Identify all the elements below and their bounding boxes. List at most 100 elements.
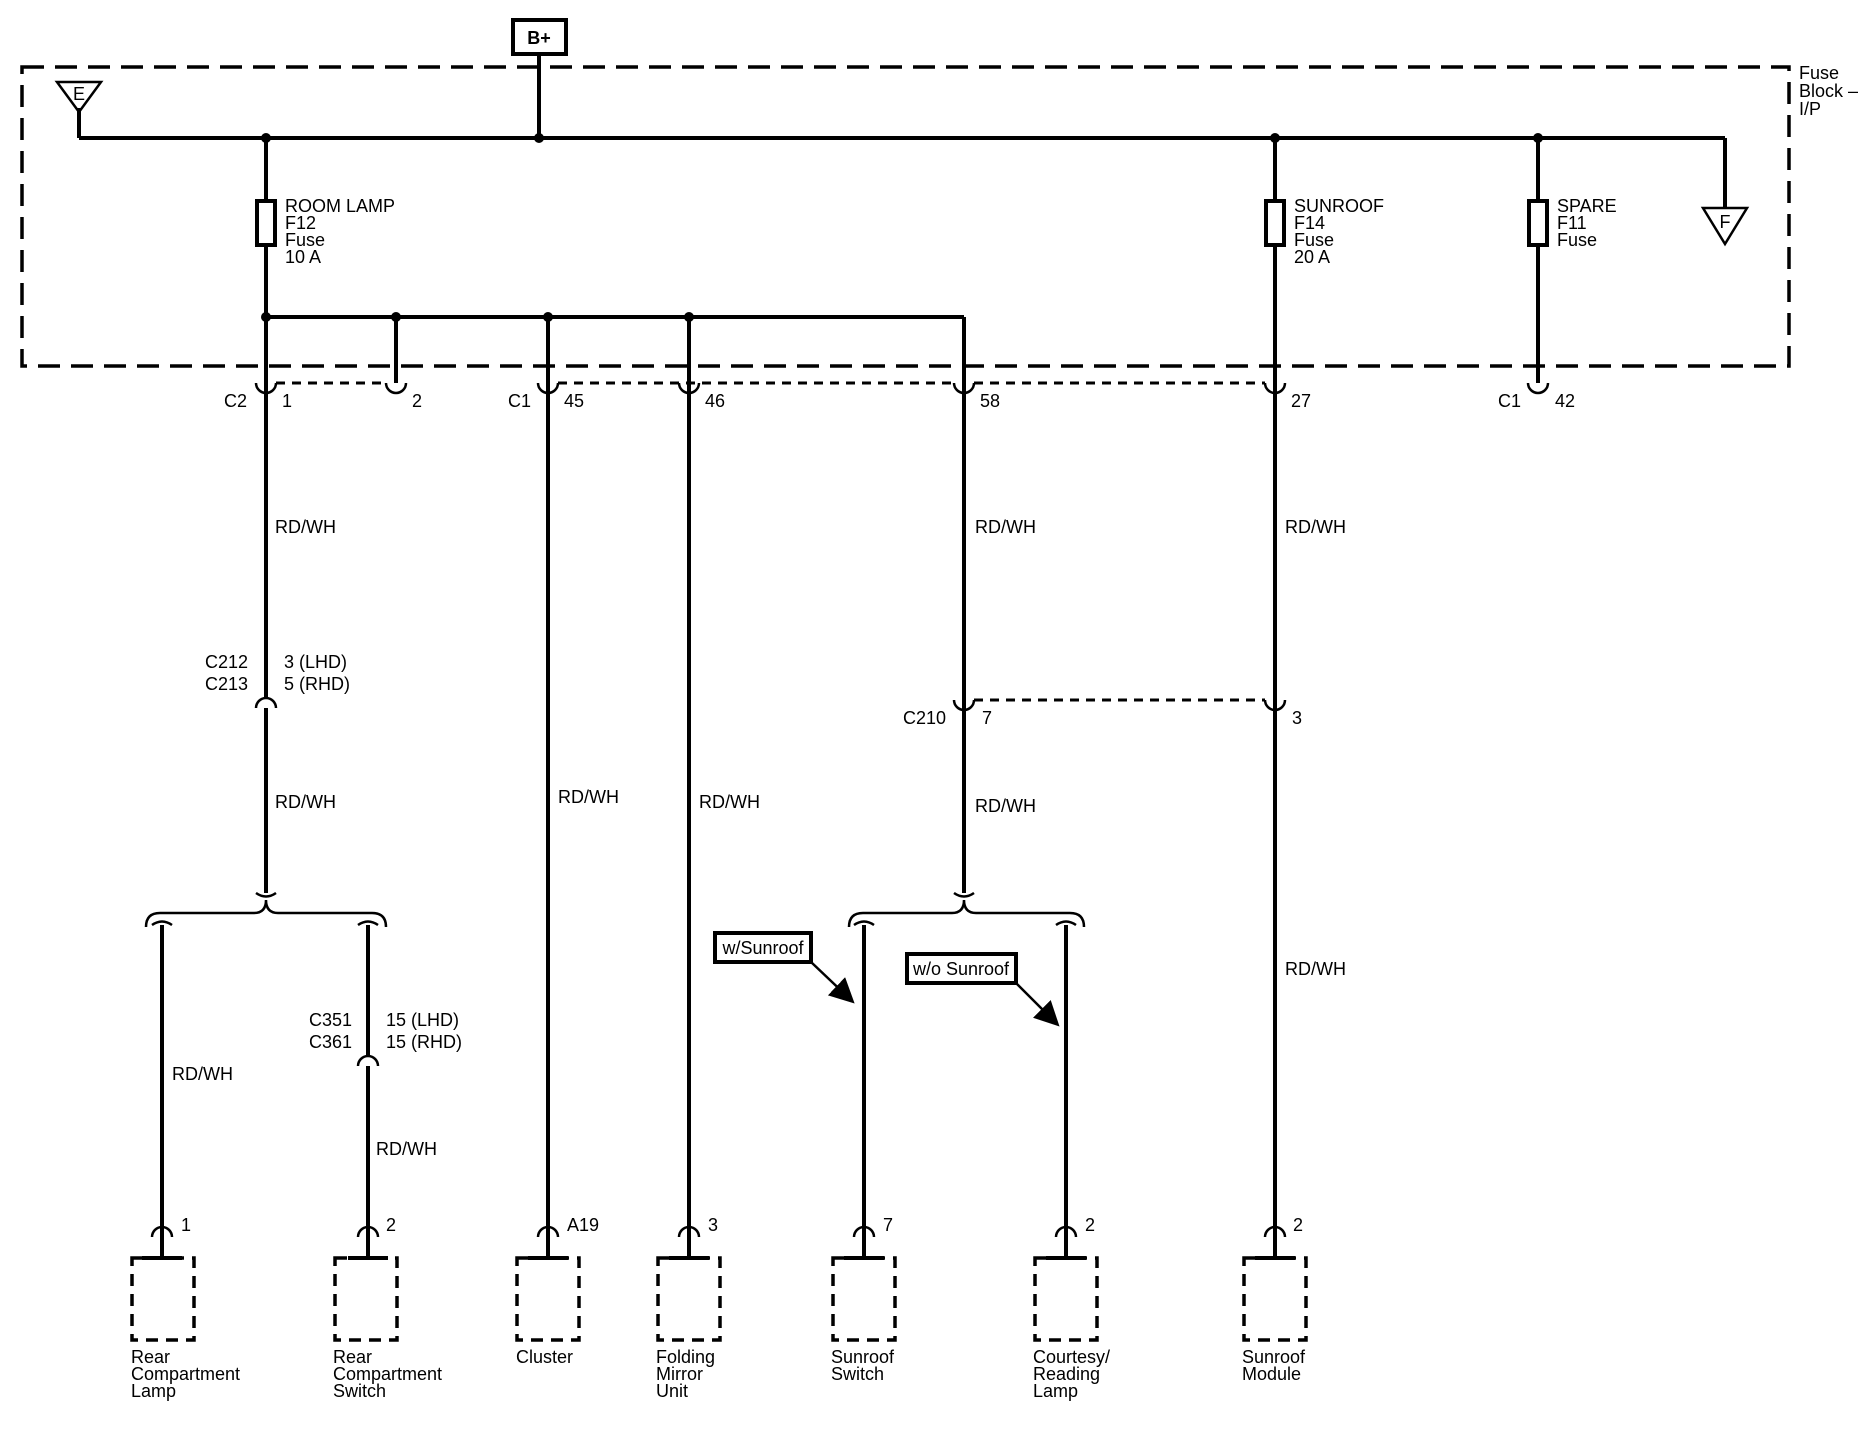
connector-terminal-icon xyxy=(1263,1225,1287,1238)
component-name-line-3: Lamp xyxy=(131,1381,176,1401)
component-pin-label: A19 xyxy=(567,1215,599,1235)
component-pin-label: 7 xyxy=(883,1215,893,1235)
component-name-line-2: Mirror xyxy=(656,1364,703,1384)
connector-c361-pin-label: 15 (RHD) xyxy=(386,1032,462,1052)
component-pin-label: 2 xyxy=(386,1215,396,1235)
fuse-block-label-line-1: Fuse xyxy=(1799,63,1839,83)
fuse-f14-line-1: SUNROOF xyxy=(1294,196,1384,216)
fuse-f12-line-4: 10 A xyxy=(285,247,321,267)
fuse-f11-line-2: F11 xyxy=(1557,213,1587,233)
connector-c351-label: C351 xyxy=(309,1010,352,1030)
connector-c1-label: C1 xyxy=(508,391,531,411)
connector-c213-pin-label: 5 (RHD) xyxy=(284,674,350,694)
component-name-line-3: Lamp xyxy=(1033,1381,1078,1401)
wire-hook xyxy=(151,920,173,927)
wire-color-label: RD/WH xyxy=(975,796,1036,816)
wire-color-label: RD/WH xyxy=(558,787,619,807)
component-name-line-2: Reading xyxy=(1033,1364,1100,1384)
component-name-line-2: Switch xyxy=(831,1364,884,1384)
fuse-block-label-line-2: Block – xyxy=(1799,81,1858,101)
component-name-line-1: Sunroof xyxy=(1242,1347,1306,1367)
connector-c213-label: C213 xyxy=(205,674,248,694)
component-outline xyxy=(130,1256,196,1342)
connector-c210-pin3-label: 3 xyxy=(1292,708,1302,728)
connector-c212-icon xyxy=(254,696,278,709)
connector-c2-pin2-icon xyxy=(384,382,408,395)
component-cluster: A19 Cluster xyxy=(515,1215,599,1367)
component-folding-mirror-unit: 3 Folding Mirror Unit xyxy=(656,1215,722,1401)
fuse-f11-line-3: Fuse xyxy=(1557,230,1597,250)
option-arrow-with-sunroof xyxy=(810,961,855,1004)
wire-color-label: RD/WH xyxy=(1285,959,1346,979)
option-label-with-sunroof-text: w/Sunroof xyxy=(721,938,804,958)
fuse-f14-line-3: Fuse xyxy=(1294,230,1334,250)
splice-bracket-sunroof xyxy=(847,899,1086,928)
fuse-block-label-line-3: I/P xyxy=(1799,99,1821,119)
fuse-block-outline xyxy=(20,65,1791,368)
wire-color-label: RD/WH xyxy=(172,1064,233,1084)
component-outline xyxy=(515,1256,581,1342)
connector-c351-pin-label: 15 (LHD) xyxy=(386,1010,459,1030)
option-label-without-sunroof: w/o Sunroof xyxy=(905,952,1018,985)
component-name-line-3: Switch xyxy=(333,1381,386,1401)
connector-c1-pin42-icon xyxy=(1526,382,1550,395)
option-label-without-sunroof-text: w/o Sunroof xyxy=(912,959,1010,979)
component-name-line-3: Unit xyxy=(656,1381,688,1401)
component-name-line-2: Compartment xyxy=(333,1364,442,1384)
connector-terminal-icon xyxy=(150,1225,174,1238)
component-name-line-2: Compartment xyxy=(131,1364,240,1384)
component-name-line-2: Module xyxy=(1242,1364,1301,1384)
component-pin-label: 3 xyxy=(708,1215,718,1235)
component-outline xyxy=(1033,1256,1099,1342)
connector-c361-label: C361 xyxy=(309,1032,352,1052)
component-name-line-1: Sunroof xyxy=(831,1347,895,1367)
connector-c2-label: C2 xyxy=(224,391,247,411)
splice-bracket-tip xyxy=(953,891,975,898)
connector-c1-pin42-label: 42 xyxy=(1555,391,1575,411)
connector-terminal-icon xyxy=(536,1225,560,1238)
fuse-f11-icon xyxy=(1527,199,1549,247)
power-source-b-plus: B+ xyxy=(511,18,568,56)
wire-color-label: RD/WH xyxy=(275,792,336,812)
fuse-f14-line-2: F14 xyxy=(1294,213,1325,233)
connector-c2-pin1-label: 1 xyxy=(282,391,292,411)
connector-c1-pin45-label: 45 xyxy=(564,391,584,411)
connector-c351-icon xyxy=(356,1054,380,1067)
bus-splice xyxy=(261,312,271,322)
component-rear-compartment-lamp: 1 Rear Compartment Lamp xyxy=(130,1215,240,1401)
component-outline xyxy=(333,1256,399,1342)
ground-ref-e-icon: E xyxy=(54,80,104,115)
component-name-line-1: Rear xyxy=(131,1347,170,1367)
component-pin-label: 2 xyxy=(1085,1215,1095,1235)
ground-ref-f-icon: F xyxy=(1700,206,1750,247)
connector-c1-pin46-label: 46 xyxy=(705,391,725,411)
connector-c1-pin58-label: 58 xyxy=(980,391,1000,411)
connector-terminal-icon xyxy=(356,1225,380,1238)
splice-bracket-rear xyxy=(144,899,388,928)
component-name-line-1: Folding xyxy=(656,1347,715,1367)
wire-hook xyxy=(1055,920,1077,927)
component-outline xyxy=(656,1256,722,1342)
power-source-label: B+ xyxy=(527,28,551,48)
bus-splice xyxy=(534,133,544,143)
component-name-line-1: Rear xyxy=(333,1347,372,1367)
ground-ref-e-label: E xyxy=(73,84,85,104)
fuse-f11-line-1: SPARE xyxy=(1557,196,1617,216)
connector-c210-pin7-label: 7 xyxy=(982,708,992,728)
wire-color-label: RD/WH xyxy=(1285,517,1346,537)
wire-color-label: RD/WH xyxy=(376,1139,437,1159)
component-outline xyxy=(1242,1256,1308,1342)
fuse-f12-line-3: Fuse xyxy=(285,230,325,250)
wire-hook xyxy=(853,920,875,927)
fuse-f12-icon xyxy=(255,199,277,247)
connector-c212-pin-label: 3 (LHD) xyxy=(284,652,347,672)
wire-color-label: RD/WH xyxy=(699,792,760,812)
component-name-line-1: Courtesy/ xyxy=(1033,1347,1110,1367)
component-name-line-1: Cluster xyxy=(516,1347,573,1367)
component-outline xyxy=(831,1256,897,1342)
connector-c2-pin2-label: 2 xyxy=(412,391,422,411)
fuse-f12-line-2: F12 xyxy=(285,213,316,233)
connector-c210-label: C210 xyxy=(903,708,946,728)
component-courtesy-reading-lamp: 2 Courtesy/ Reading Lamp xyxy=(1033,1215,1110,1401)
wire-color-label: RD/WH xyxy=(275,517,336,537)
